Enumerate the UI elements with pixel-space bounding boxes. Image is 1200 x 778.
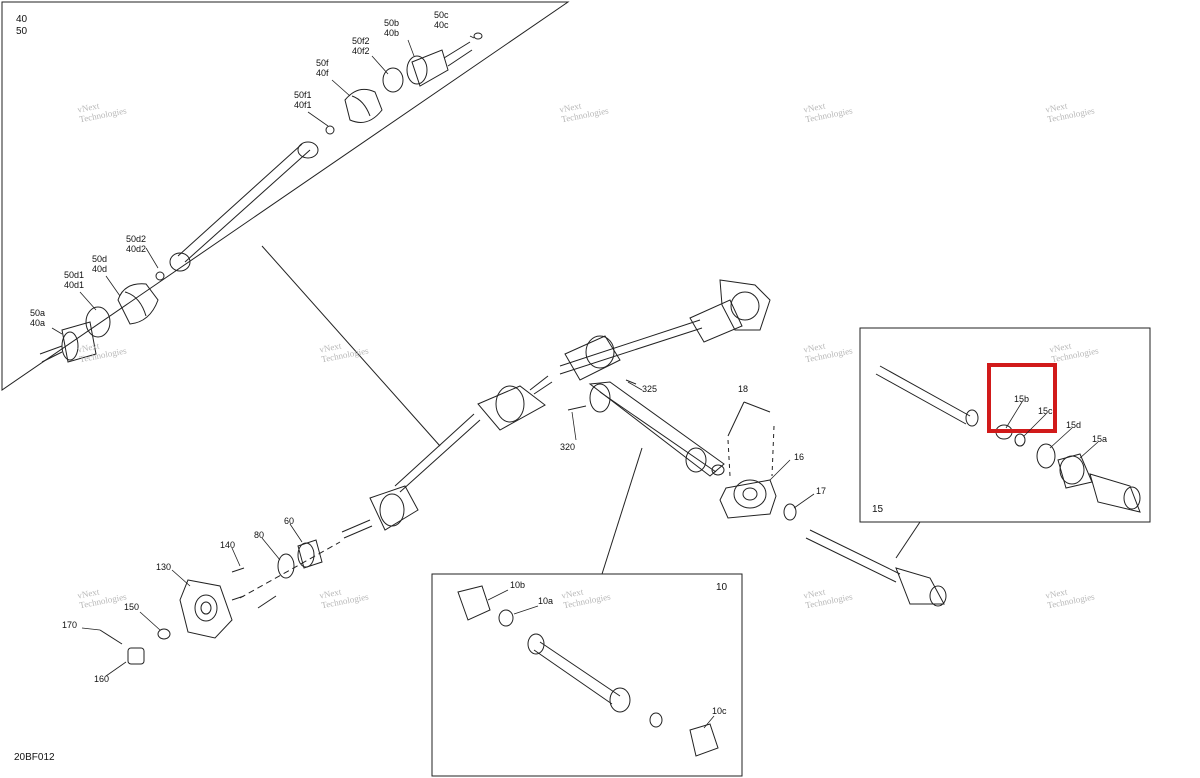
prop-shaft <box>567 379 947 607</box>
callout-10a[interactable]: 10a <box>538 596 554 606</box>
callout-320[interactable]: 320 <box>560 442 576 452</box>
callout-150[interactable]: 150 <box>124 602 140 612</box>
callout-15b[interactable]: 15b <box>1014 394 1030 404</box>
group-label-15: 15 <box>872 504 884 515</box>
shaft-10 <box>457 585 719 757</box>
wheel-hub <box>99 539 341 665</box>
callout-16[interactable]: 16 <box>794 452 805 462</box>
callout-10c[interactable]: 10c <box>712 706 727 716</box>
callout-60[interactable]: 60 <box>284 516 295 526</box>
group-label-10: 10 <box>716 582 728 593</box>
diagram-reference-code: 20BF012 <box>14 752 55 763</box>
callout-18[interactable]: 18 <box>738 384 749 394</box>
callout-160[interactable]: 160 <box>94 674 110 684</box>
highlight-box-15b <box>987 363 1057 433</box>
callout-80[interactable]: 80 <box>254 530 265 540</box>
inset-frame-40-50 <box>1 1 570 391</box>
callout-15d[interactable]: 15d <box>1066 420 1082 430</box>
main-axle <box>341 279 771 539</box>
callout-130[interactable]: 130 <box>156 562 172 572</box>
inset-frame-10 <box>431 573 743 777</box>
callout-15c[interactable]: 15c <box>1038 406 1053 416</box>
group-label-40-50: 40 50 <box>16 14 28 37</box>
inset-frame-15 <box>859 327 1151 523</box>
callout-140[interactable]: 140 <box>220 540 236 550</box>
callout-325[interactable]: 325 <box>642 384 658 394</box>
callout-170[interactable]: 170 <box>62 620 78 630</box>
callout-10b[interactable]: 10b <box>510 580 526 590</box>
inset-axle <box>39 32 483 363</box>
shaft-15 <box>875 365 1141 513</box>
callout-15a[interactable]: 15a <box>1092 434 1108 444</box>
callout-17[interactable]: 17 <box>816 486 827 496</box>
